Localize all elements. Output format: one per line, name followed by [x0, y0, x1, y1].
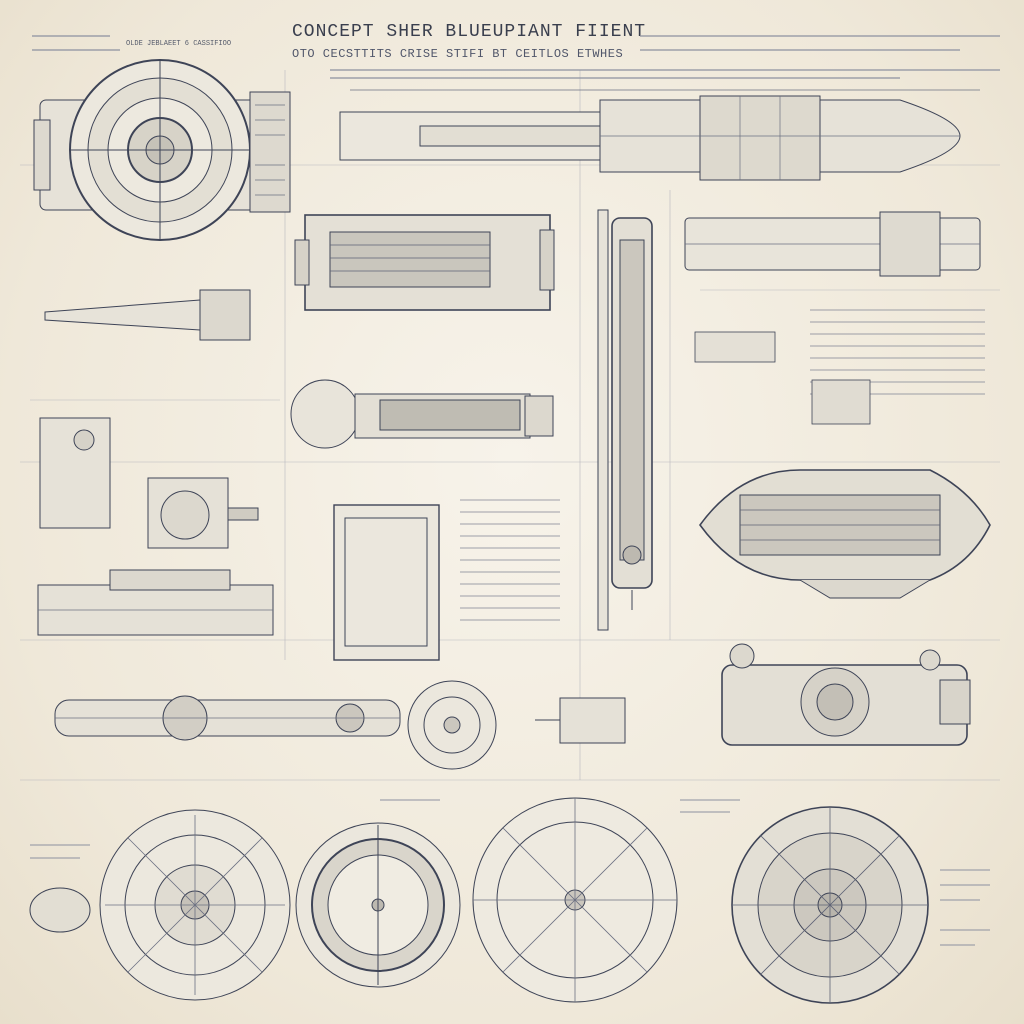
hull-vessel-drawing [699, 469, 991, 599]
right-cylinder-drawing [684, 211, 981, 277]
turret-drawing [37, 569, 274, 636]
ring-wheel-2 [295, 822, 461, 988]
rotary-shaft-drawing [290, 379, 554, 449]
hub-housing-drawing [33, 59, 291, 241]
header-rules [32, 35, 1000, 79]
hatched-panel-drawing [460, 499, 560, 621]
gear-motor-drawing [147, 477, 259, 549]
spoked-wheel-1 [29, 809, 291, 1001]
sheet-subtitle: OTO CECSTTITS CRISE STIFI BT CEITLOS ETW… [292, 47, 624, 61]
engine-block-drawing [294, 214, 555, 311]
long-barrel-drawing [339, 89, 980, 181]
annotation-ticks [30, 799, 990, 946]
turbine-wheel-4 [731, 806, 929, 1004]
small-disc-drawing [407, 680, 497, 770]
frame-drawing [333, 504, 440, 661]
valve-body-drawing [39, 417, 111, 529]
vertical-pipe-drawing [597, 209, 653, 631]
bracket-drawing [535, 697, 626, 744]
lower-shaft-drawing [54, 695, 401, 741]
radial-wheel-3 [472, 797, 678, 1003]
hatched-panel-right [694, 309, 985, 425]
side-nozzle-drawing [44, 289, 251, 341]
sheet-title: CONCEPT SHER BLUEUPIANT FIIENT [292, 22, 647, 42]
corner-label: OLDE JEBLAEET 6 CASSIFIOO [126, 40, 232, 48]
engine-wheel-drawing [721, 643, 971, 746]
